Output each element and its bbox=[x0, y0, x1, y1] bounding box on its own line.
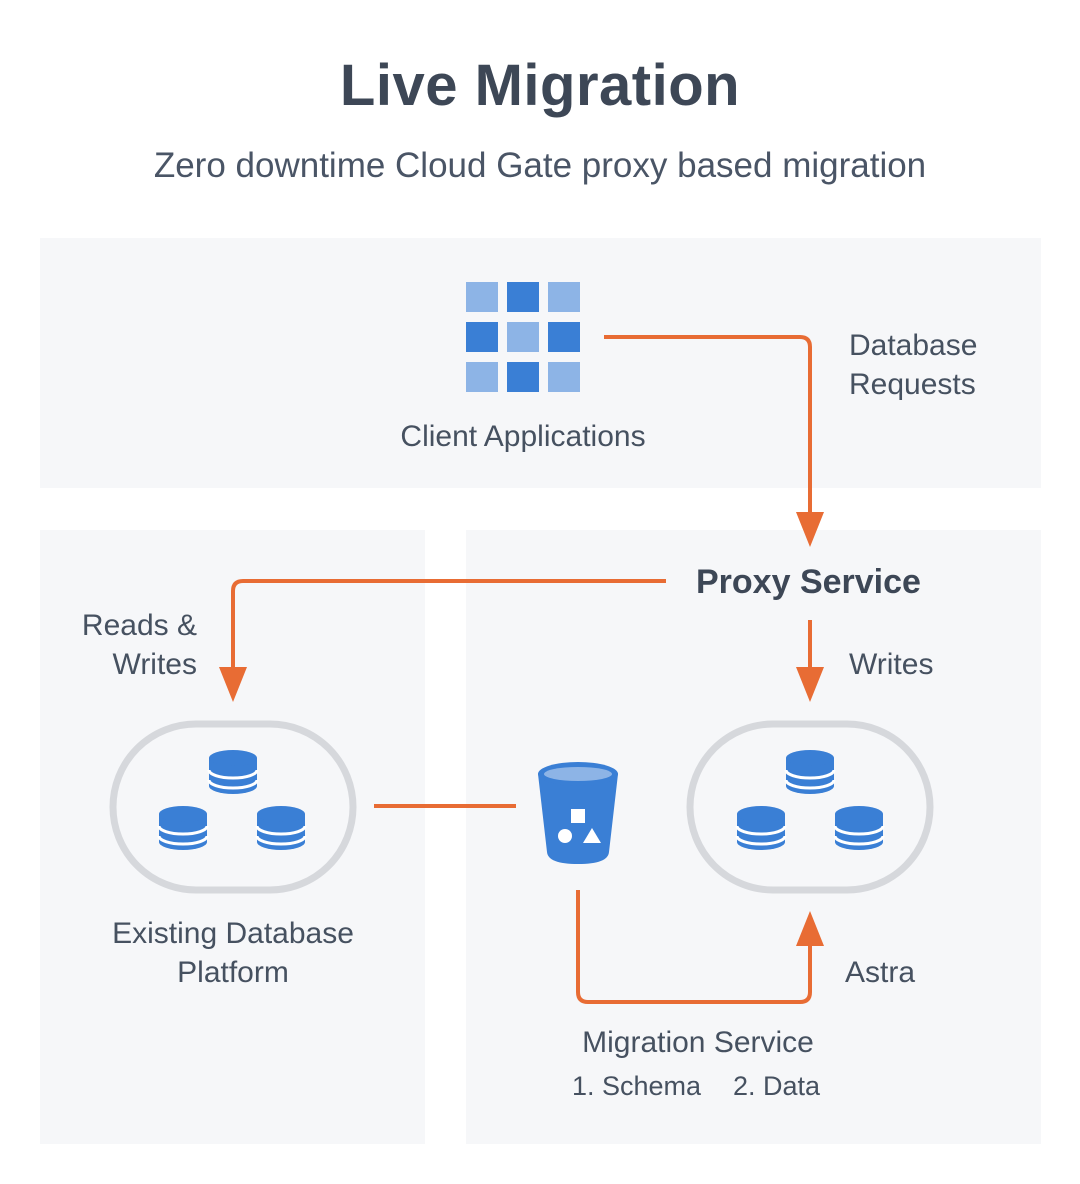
reads-writes-arrowhead bbox=[219, 667, 247, 702]
grid-icon bbox=[466, 282, 580, 392]
astra-label: Astra bbox=[845, 956, 916, 989]
astra-database-cluster-icon bbox=[686, 720, 934, 894]
existing-database-cluster-icon bbox=[109, 720, 357, 894]
database-requests-arrow bbox=[604, 335, 812, 512]
bucket-icon bbox=[538, 762, 618, 864]
existing-database-line1: Existing Database bbox=[112, 917, 354, 950]
diagram-subtitle: Zero downtime Cloud Gate proxy based mig… bbox=[153, 146, 927, 185]
writes-arrowhead bbox=[796, 667, 824, 702]
database-requests-line2: Requests bbox=[849, 368, 976, 401]
client-applications-label: Client Applications bbox=[400, 420, 646, 453]
migration-step-data: 2. Data bbox=[733, 1071, 821, 1101]
migration-service-label: Migration Service bbox=[582, 1026, 814, 1059]
migration-arrow bbox=[576, 890, 812, 1004]
reads-writes-arrow bbox=[231, 579, 666, 667]
database-requests-arrowhead bbox=[796, 512, 824, 547]
reads-writes-label: Reads & Writes bbox=[76, 606, 197, 684]
reads-writes-line1: Reads & bbox=[81, 609, 197, 642]
migration-arrowhead bbox=[796, 911, 824, 946]
client-panel bbox=[40, 238, 1041, 488]
migration-step-schema: 1. Schema bbox=[572, 1071, 702, 1101]
proxy-service-label: Proxy Service bbox=[696, 563, 921, 601]
diagram-title: Live Migration bbox=[339, 53, 741, 118]
database-requests-label: Database Requests bbox=[849, 326, 977, 404]
database-requests-line1: Database bbox=[849, 329, 978, 362]
existing-database-label: Existing Database Platform bbox=[73, 914, 393, 992]
reads-writes-line2: Writes bbox=[112, 648, 197, 681]
existing-database-line2: Platform bbox=[177, 956, 289, 989]
writes-label: Writes bbox=[849, 648, 934, 681]
